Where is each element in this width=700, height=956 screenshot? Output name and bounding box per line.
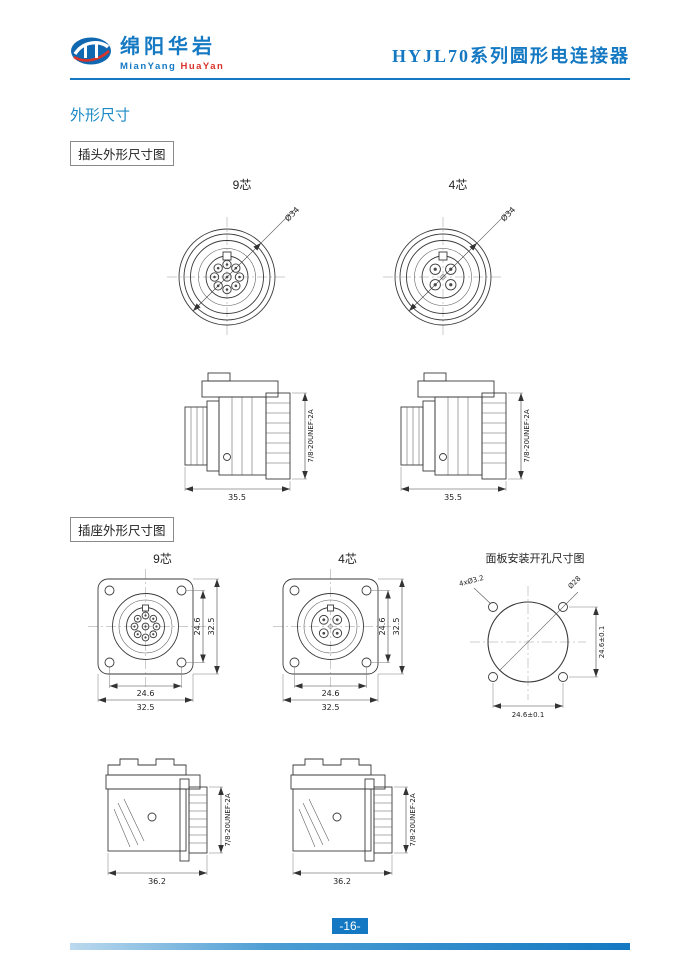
logo-name-cn: 绵阳华岩 <box>120 36 216 58</box>
dim-thread-label: 7/8-20UNEF-2A <box>307 409 315 462</box>
dim-panel-spacing-v: 24.6±0.1 <box>598 626 606 659</box>
page-header: 绵阳华岩 MianYang HuaYan HYJL70系列圆形电连接器 <box>70 30 630 72</box>
panel-cutout-label: 面板安装开孔尺寸图 <box>485 553 585 565</box>
dim-flange-v: 32.5 <box>392 618 401 636</box>
dim-flange-h: 32.5 <box>321 703 339 712</box>
dim-hole-spacing-h: 24.6 <box>321 689 339 698</box>
dim-flange-v: 32.5 <box>207 618 216 636</box>
logo-icon <box>71 37 111 65</box>
length-dimension: 35.5 <box>184 467 290 502</box>
logo-name-en: MianYang HuaYan <box>120 61 224 72</box>
panel-cutout-column: 面板安装开孔尺寸图 <box>440 550 630 885</box>
plug-9-front-view: Ø34 <box>167 205 302 337</box>
document-title: HYJL70系列圆形电连接器 <box>391 46 630 66</box>
plug-9-column: 9芯 <box>147 176 337 502</box>
socket-9-front-view: 24.6 32.5 24.6 32.5 <box>87 569 220 712</box>
logo-text: 绵阳华岩 MianYang HuaYan <box>120 30 224 72</box>
dim-hole-spacing-h: 24.6 <box>136 689 154 698</box>
dim-hole-spacing-v: 24.6 <box>378 618 387 636</box>
dim-length-label: 36.2 <box>333 877 351 886</box>
thread-dimension: 7/8-20UNEF-2A <box>394 786 417 854</box>
header-divider <box>70 78 630 80</box>
diameter-dimension: Ø34 <box>192 205 302 312</box>
thread-dimension: 7/8-20UNEF-2A <box>291 392 315 480</box>
flange <box>282 578 378 675</box>
socket-4-column: 4芯 <box>255 550 440 886</box>
dim-diameter-label: Ø34 <box>499 205 518 224</box>
dim-panel-dia-label: Ø28 <box>566 575 582 591</box>
length-dimension: 36.2 <box>107 853 208 886</box>
section-title: 外形尺寸 <box>70 107 131 124</box>
dim-diameter-label: Ø34 <box>283 205 302 224</box>
socket-caption: 插座外形尺寸图 <box>70 517 174 542</box>
panel-cutout-view: 4xØ3.2 Ø28 24.6±0.1 24.6±0.1 <box>458 574 606 719</box>
logo-name-en-part2: HuaYan <box>180 61 225 72</box>
page-content: 外形尺寸 插头外形尺寸图 9芯 <box>0 80 700 886</box>
plug-4-label: 4芯 <box>448 178 468 192</box>
socket-body <box>105 758 208 862</box>
company-logo: 绵阳华岩 MianYang HuaYan <box>70 30 224 72</box>
plug-body <box>400 372 506 480</box>
dim-thread-label: 7/8-20UNEF-2A <box>224 793 232 846</box>
dim-flange-h: 32.5 <box>136 703 154 712</box>
cutout-shapes <box>486 591 578 683</box>
plug-caption: 插头外形尺寸图 <box>70 141 174 166</box>
length-dimension: 35.5 <box>400 467 506 502</box>
diameter-dimension: Ø34 <box>408 205 518 312</box>
thread-dimension: 7/8-20UNEF-2A <box>209 786 232 854</box>
dim-length-label: 35.5 <box>228 493 246 502</box>
plug-4-side-view: 7/8-20UNEF-2A 35.5 <box>400 372 531 502</box>
plug-body <box>184 372 290 480</box>
plug-4-front-view: Ø34 <box>383 205 518 337</box>
socket-4-side-view: 7/8-20UNEF-2A 36.2 <box>290 758 417 886</box>
page-number: -16- <box>332 918 368 934</box>
plug-9-label: 9芯 <box>232 178 252 192</box>
dim-length-label: 36.2 <box>148 877 166 886</box>
dim-panel-spacing-h: 24.6±0.1 <box>511 711 544 719</box>
bottom-dimensions: 24.6 32.5 <box>97 667 193 712</box>
contacts <box>130 611 160 642</box>
socket-9-column: 9芯 <box>70 550 255 886</box>
right-dimensions: 24.6 32.5 <box>370 578 405 675</box>
dim-hole-spacing-v: 24.6 <box>193 618 202 636</box>
shell-circles <box>296 593 364 660</box>
centerlines <box>469 586 586 700</box>
centerlines <box>87 569 206 687</box>
socket-drawings: 9芯 <box>70 550 630 886</box>
logo-name-en-part1: MianYang <box>120 61 177 72</box>
dim-thread-label: 7/8-20UNEF-2A <box>523 409 531 462</box>
socket-4-front-view: 24.6 32.5 24.6 32.5 <box>272 569 405 712</box>
bottom-dimensions: 24.6 32.5 <box>282 667 378 712</box>
panel-labels: 4xØ3.2 Ø28 <box>458 574 582 605</box>
socket-9-label: 9芯 <box>153 552 172 566</box>
plug-4-column: 4芯 <box>363 176 553 502</box>
socket-4-label: 4芯 <box>338 552 357 566</box>
centerlines <box>272 569 391 687</box>
plug-9-side-view: 7/8-20UNEF-2A 35.5 <box>184 372 315 502</box>
page-footer: -16- <box>0 918 700 956</box>
length-dimension: 36.2 <box>292 853 393 886</box>
socket-body <box>290 758 393 862</box>
dim-thread-label: 7/8-20UNEF-2A <box>409 793 417 846</box>
footer-bar <box>70 943 630 950</box>
plug-drawings: 9芯 <box>70 176 630 502</box>
bottom-dimension: 24.6±0.1 <box>492 683 563 719</box>
socket-9-side-view: 7/8-20UNEF-2A 36.2 <box>105 758 232 886</box>
dim-length-label: 35.5 <box>444 493 462 502</box>
contacts <box>318 614 342 639</box>
dim-panel-holes-label: 4xØ3.2 <box>458 574 484 588</box>
shell-circles <box>111 593 179 660</box>
right-dimension: 24.6±0.1 <box>568 606 606 678</box>
right-dimensions: 24.6 32.5 <box>185 578 220 675</box>
thread-dimension: 7/8-20UNEF-2A <box>507 392 531 480</box>
